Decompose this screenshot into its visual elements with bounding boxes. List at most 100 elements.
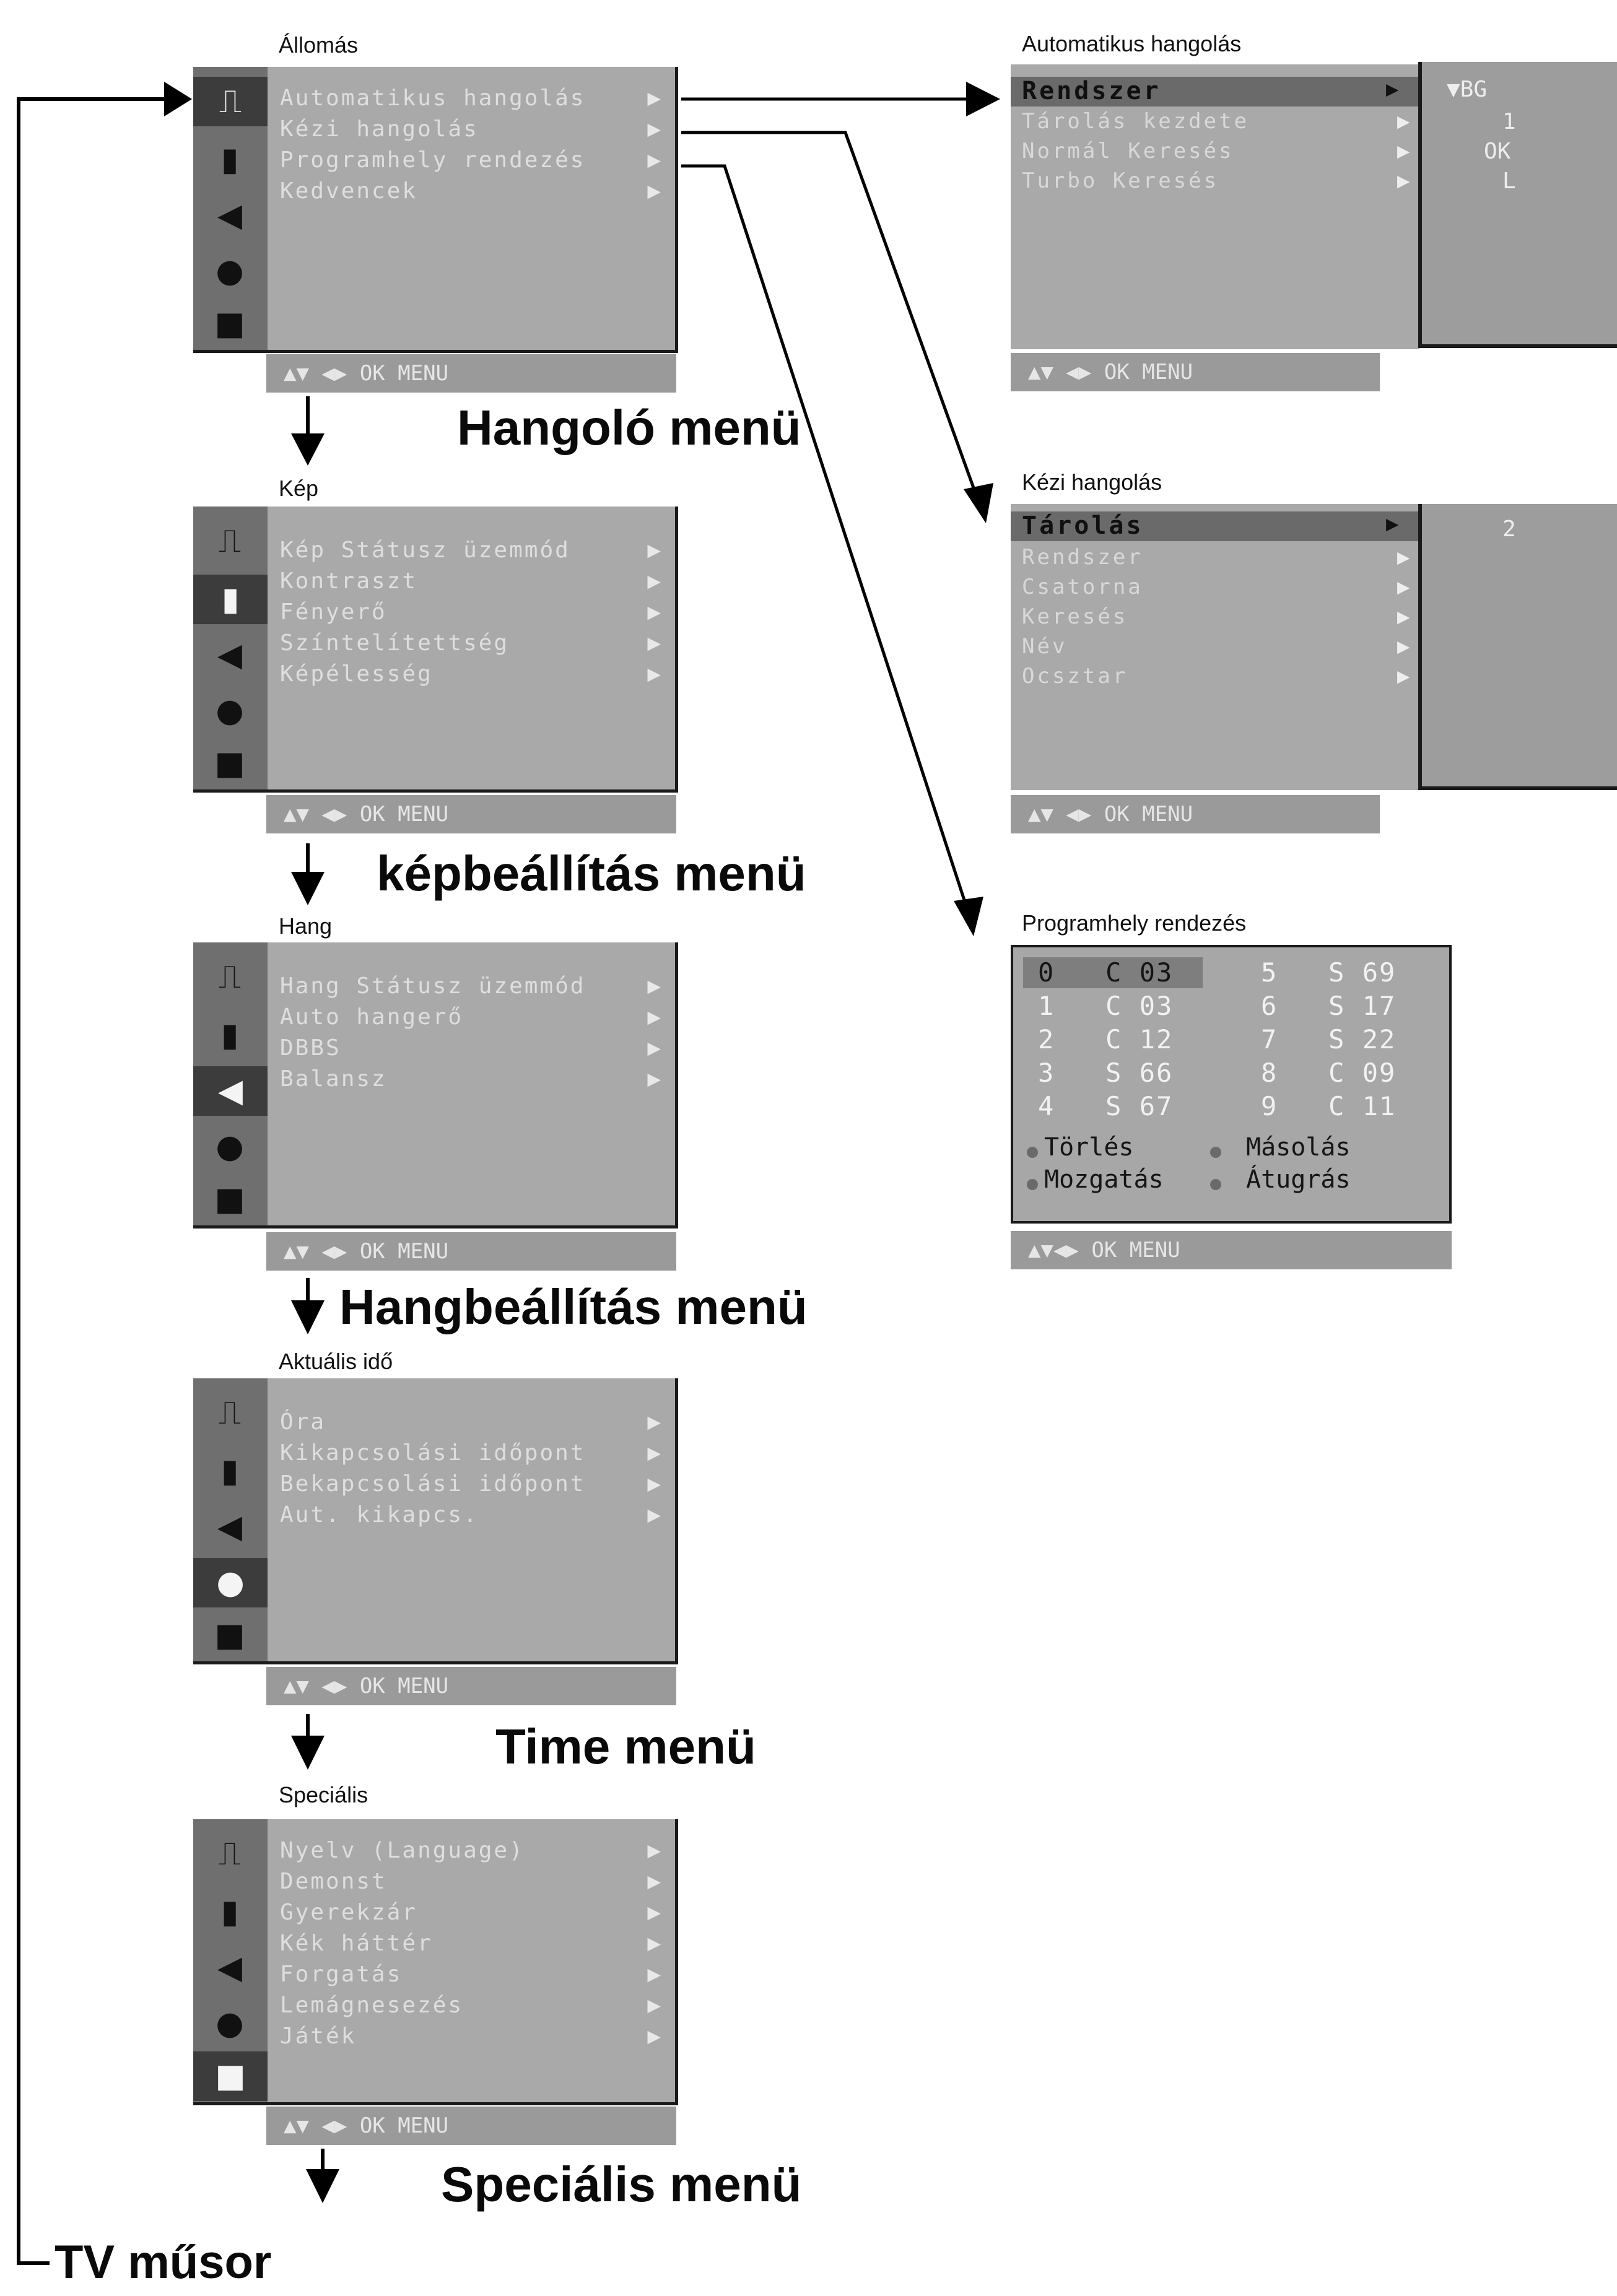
program-row[interactable]: 0 C 03 <box>1038 957 1174 988</box>
value-storage: 2 <box>1502 516 1516 542</box>
special-menu-title: Speciális <box>279 1782 368 1807</box>
antenna-icon[interactable]: ⎍ <box>218 1394 242 1432</box>
manual-tuning-item[interactable]: Csatorna▶ <box>1022 575 1413 599</box>
tuning-item[interactable]: Programhely rendezés▶ <box>280 147 663 173</box>
program-sort-title: Programhely rendezés <box>1022 910 1247 936</box>
antenna-icon[interactable]: ⎍ <box>218 1835 242 1872</box>
program-row[interactable]: 8 C 09 <box>1261 1058 1397 1088</box>
tuning-item[interactable]: Kedvencek▶ <box>280 178 663 204</box>
sound-sidebar: ⎍ ▮ ◀ ● ■ <box>193 942 268 1225</box>
program-row[interactable]: 5 S 69 <box>1261 957 1397 988</box>
tuning-item[interactable]: Kézi hangolás▶ <box>280 116 663 142</box>
legend-delete: Törlés <box>1044 1133 1134 1162</box>
speaker-icon[interactable]: ◀ <box>217 1508 242 1546</box>
picture-icon[interactable]: ▮ <box>220 1017 239 1054</box>
program-row[interactable]: 7 S 22 <box>1261 1024 1397 1055</box>
picture-menu-title: Kép <box>279 476 319 501</box>
time-item[interactable]: Bekapcsolási időpont▶ <box>280 1471 663 1497</box>
antenna-icon[interactable]: ⎍ <box>218 958 242 996</box>
picture-icon[interactable]: ▮ <box>220 1894 239 1931</box>
special-footer: ▲▼ ◀▶ OK MENU <box>266 2107 676 2145</box>
special-item[interactable]: Forgatás▶ <box>280 1962 663 1987</box>
speaker-icon[interactable]: ◀ <box>217 1949 242 1986</box>
time-sidebar: ⎍ ▮ ◀ ● ■ <box>193 1378 268 1661</box>
speaker-icon[interactable]: ◀ <box>217 637 242 674</box>
program-sort-footer: ▲▼◀▶ OK MENU <box>1011 1231 1452 1269</box>
tuning-sidebar: ⎍ ▮ ◀ ● ■ <box>193 67 268 350</box>
picture-icon[interactable]: ▮ <box>193 575 268 624</box>
picture-menu-name: képbeállítás menü <box>377 846 806 901</box>
time-item[interactable]: Óra▶ <box>280 1409 663 1435</box>
sound-menu-title: Hang <box>279 913 333 939</box>
manual-tuning-title: Kézi hangolás <box>1022 469 1162 495</box>
time-menu-title: Aktuális idő <box>279 1349 393 1374</box>
sound-item[interactable]: DBBS▶ <box>280 1035 663 1061</box>
picture-item[interactable]: Fényerő▶ <box>280 599 663 625</box>
time-item[interactable]: Aut. kikapcs.▶ <box>280 1502 663 1528</box>
auto-tuning-item[interactable]: Turbo Keresés▶ <box>1022 168 1413 193</box>
toolbox-icon[interactable]: ■ <box>214 1181 245 1218</box>
clock-icon[interactable]: ● <box>216 2005 244 2042</box>
program-row[interactable]: 1 C 03 <box>1038 991 1174 1021</box>
picture-footer: ▲▼ ◀▶ OK MENU <box>266 795 676 833</box>
special-item[interactable]: Játék▶ <box>280 2024 663 2049</box>
auto-tuning-item[interactable]: Rendszer▶ <box>1011 77 1418 107</box>
picture-icon[interactable]: ▮ <box>220 141 239 178</box>
picture-item[interactable]: Színtelítettség▶ <box>280 630 663 656</box>
picture-item[interactable]: Képélesség▶ <box>280 661 663 687</box>
picture-icon[interactable]: ▮ <box>220 1453 239 1490</box>
manual-tuning-item[interactable]: Keresés▶ <box>1022 604 1413 629</box>
speaker-icon[interactable]: ◀ <box>193 1066 268 1116</box>
sound-item[interactable]: Balansz▶ <box>280 1066 663 1092</box>
clock-icon[interactable]: ● <box>216 1128 244 1165</box>
picture-sidebar: ⎍ ▮ ◀ ● ■ <box>193 507 268 789</box>
arrow-to-program-sort <box>681 164 971 916</box>
selected-row-highlight <box>1023 957 1203 988</box>
program-row[interactable]: 4 S 67 <box>1038 1091 1174 1121</box>
manual-tuning-item[interactable]: Ocsztar▶ <box>1022 664 1413 689</box>
toolbox-icon[interactable]: ■ <box>214 745 245 782</box>
auto-tuning-item[interactable]: Normál Keresés▶ <box>1022 139 1413 163</box>
speaker-icon[interactable]: ◀ <box>217 197 242 234</box>
manual-tuning-item[interactable]: Rendszer▶ <box>1022 545 1413 570</box>
toolbox-icon[interactable]: ■ <box>193 2051 268 2101</box>
time-menu-name: Time menü <box>495 1719 756 1774</box>
manual-tuning-item[interactable]: Tárolás▶ <box>1011 511 1418 541</box>
manual-tuning-item[interactable]: Név▶ <box>1022 634 1413 659</box>
value-store-from: 1 <box>1502 109 1516 134</box>
clock-icon[interactable]: ● <box>216 692 244 729</box>
clock-icon[interactable]: ● <box>193 1558 268 1607</box>
picture-item[interactable]: Kép Státusz üzemmód▶ <box>280 537 663 563</box>
antenna-icon[interactable]: ⎍ <box>218 522 242 560</box>
time-item[interactable]: Kikapcsolási időpont▶ <box>280 1440 663 1466</box>
special-item[interactable]: Lemágnesezés▶ <box>280 1993 663 2018</box>
picture-item[interactable]: Kontraszt▶ <box>280 568 663 594</box>
toolbox-icon[interactable]: ■ <box>214 1617 245 1654</box>
tuning-menu-panel: ⎍ ▮ ◀ ● ■ Automatikus hangolás▶ Kézi han… <box>193 67 678 353</box>
program-sort-panel: 0 C 03 1 C 03 2 C 12 3 S 66 4 S 67 5 S 6… <box>1011 945 1452 1224</box>
special-item[interactable]: Nyelv (Language)▶ <box>280 1838 663 1863</box>
sound-item[interactable]: Auto hangerő▶ <box>280 1004 663 1030</box>
toolbox-icon[interactable]: ■ <box>214 305 245 342</box>
program-row[interactable]: 3 S 66 <box>1038 1058 1174 1088</box>
legend-skip: Átugrás <box>1246 1165 1351 1194</box>
special-item[interactable]: Demonst▶ <box>280 1869 663 1894</box>
tuning-menu-title: Állomás <box>279 32 359 58</box>
program-row[interactable]: 6 S 17 <box>1261 991 1397 1021</box>
auto-tuning-item[interactable]: Tárolás kezdete▶ <box>1022 109 1413 134</box>
blue-button-icon <box>1210 1179 1221 1190</box>
clock-icon[interactable]: ● <box>216 253 244 290</box>
special-item[interactable]: Kék háttér▶ <box>280 1931 663 1956</box>
value-system: ▼BG <box>1447 77 1488 102</box>
special-item[interactable]: Gyerekzár▶ <box>280 1900 663 1925</box>
auto-tuning-panel: Rendszer▶ Tárolás kezdete▶ Normál Keresé… <box>1011 64 1419 349</box>
program-row[interactable]: 9 C 11 <box>1261 1091 1397 1121</box>
sound-item[interactable]: Hang Státusz üzemmód▶ <box>280 973 663 999</box>
yellow-button-icon <box>1027 1179 1038 1190</box>
tuning-item[interactable]: Automatikus hangolás▶ <box>280 85 663 111</box>
legend-move: Mozgatás <box>1044 1165 1164 1194</box>
program-row[interactable]: 2 C 12 <box>1038 1024 1174 1055</box>
antenna-icon[interactable]: ⎍ <box>193 77 268 126</box>
down-arrows <box>291 396 339 2203</box>
